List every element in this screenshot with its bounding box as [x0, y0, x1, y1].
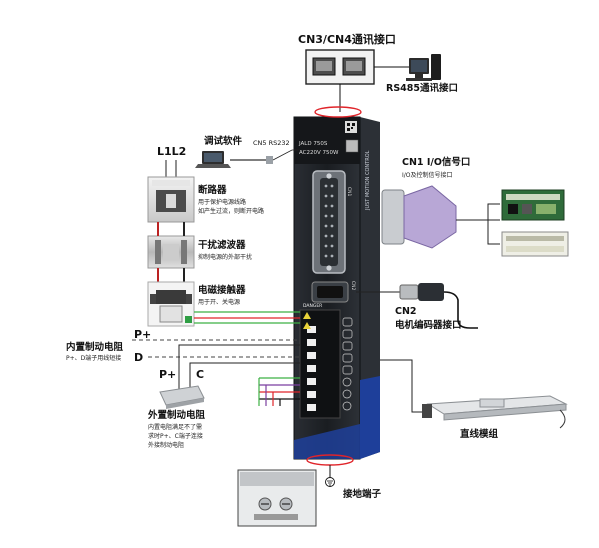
io-terminal-board-bottom [501, 231, 569, 257]
d-label: D [134, 351, 144, 364]
ground-wire [325, 465, 335, 487]
linear-module-device [422, 395, 568, 429]
external-resistor-device [159, 385, 205, 409]
ground-terminal-photo [237, 469, 317, 527]
debug-laptop-icon [195, 149, 300, 168]
cn2-desc: 电机编码器接口 [395, 320, 462, 331]
contactor-title: 电磁接触器 [198, 285, 246, 296]
debug-software-label: 调试软件 [204, 136, 243, 147]
external-brake-lines [178, 344, 300, 390]
rs485-computer-icon [406, 54, 441, 81]
external-resistor-title: 外置制动电阻 [148, 410, 206, 421]
c-label: C [196, 368, 205, 381]
drive-model-label: JALD 750S [299, 141, 328, 147]
contactor-device [147, 281, 195, 327]
cn2-title: CN2 [395, 306, 417, 317]
ground-terminal-label: 接地端子 [343, 489, 382, 500]
internal-brake-lines [132, 339, 300, 358]
cn3-cn4-port-box [305, 49, 420, 112]
cn5-label: CN5 RS232 [253, 139, 290, 147]
drive-cn1-tag: CN1 [346, 187, 351, 197]
drive-danger-label: DANGER [303, 304, 323, 309]
power-wires [194, 311, 300, 324]
filter-desc: 抑制电源的外部干扰 [198, 254, 253, 261]
rs485-label: RS485通讯接口 [386, 83, 458, 94]
p-plus-label-2: P+ [159, 368, 177, 381]
breaker-desc-1: 用于保护电源线路 [198, 199, 247, 206]
l1-l2-supply-lines [165, 160, 177, 178]
breaker-title: 断路器 [198, 185, 227, 196]
cn2-encoder-plug [356, 283, 478, 329]
external-resistor-desc-2: 求时P+、C端子连接 [148, 433, 203, 440]
linear-module-label: 直线模组 [460, 429, 499, 440]
cn3-cn4-title: CN3/CN4通讯接口 [298, 33, 396, 46]
cn1-title: CN1 I/O信号口 [402, 157, 471, 168]
internal-resistor-title: 内置制动电阻 [66, 342, 124, 353]
cn1-cable-plug [381, 185, 500, 249]
p-plus-label-1: P+ [134, 328, 152, 341]
contactor-desc: 用于开、关电源 [198, 299, 241, 306]
servo-drive [293, 116, 380, 460]
io-terminal-board-top [501, 189, 565, 221]
cn1-desc: I/O及控制信号接口 [402, 172, 453, 179]
interference-filter-device [147, 222, 195, 282]
top-highlight-ellipse [314, 106, 362, 118]
filter-title: 干扰滤波器 [198, 240, 246, 251]
drive-spec-label: AC220V 750W [299, 150, 339, 156]
external-resistor-desc-3: 外接制动电阻 [148, 442, 185, 449]
breaker-desc-2: 如产生过流，则断开电路 [198, 208, 265, 215]
l1l2-label: L1L2 [157, 145, 187, 158]
drive-brand-label: JUST MOTION CONTROL [365, 150, 371, 210]
external-resistor-desc-1: 内置电阻满足不了需 [148, 424, 203, 431]
drive-cn2-tag: CN2 [350, 281, 355, 291]
motor-wires [258, 359, 430, 413]
breaker-device [147, 176, 195, 223]
internal-resistor-desc: P+、D端子用线短接 [66, 355, 122, 362]
